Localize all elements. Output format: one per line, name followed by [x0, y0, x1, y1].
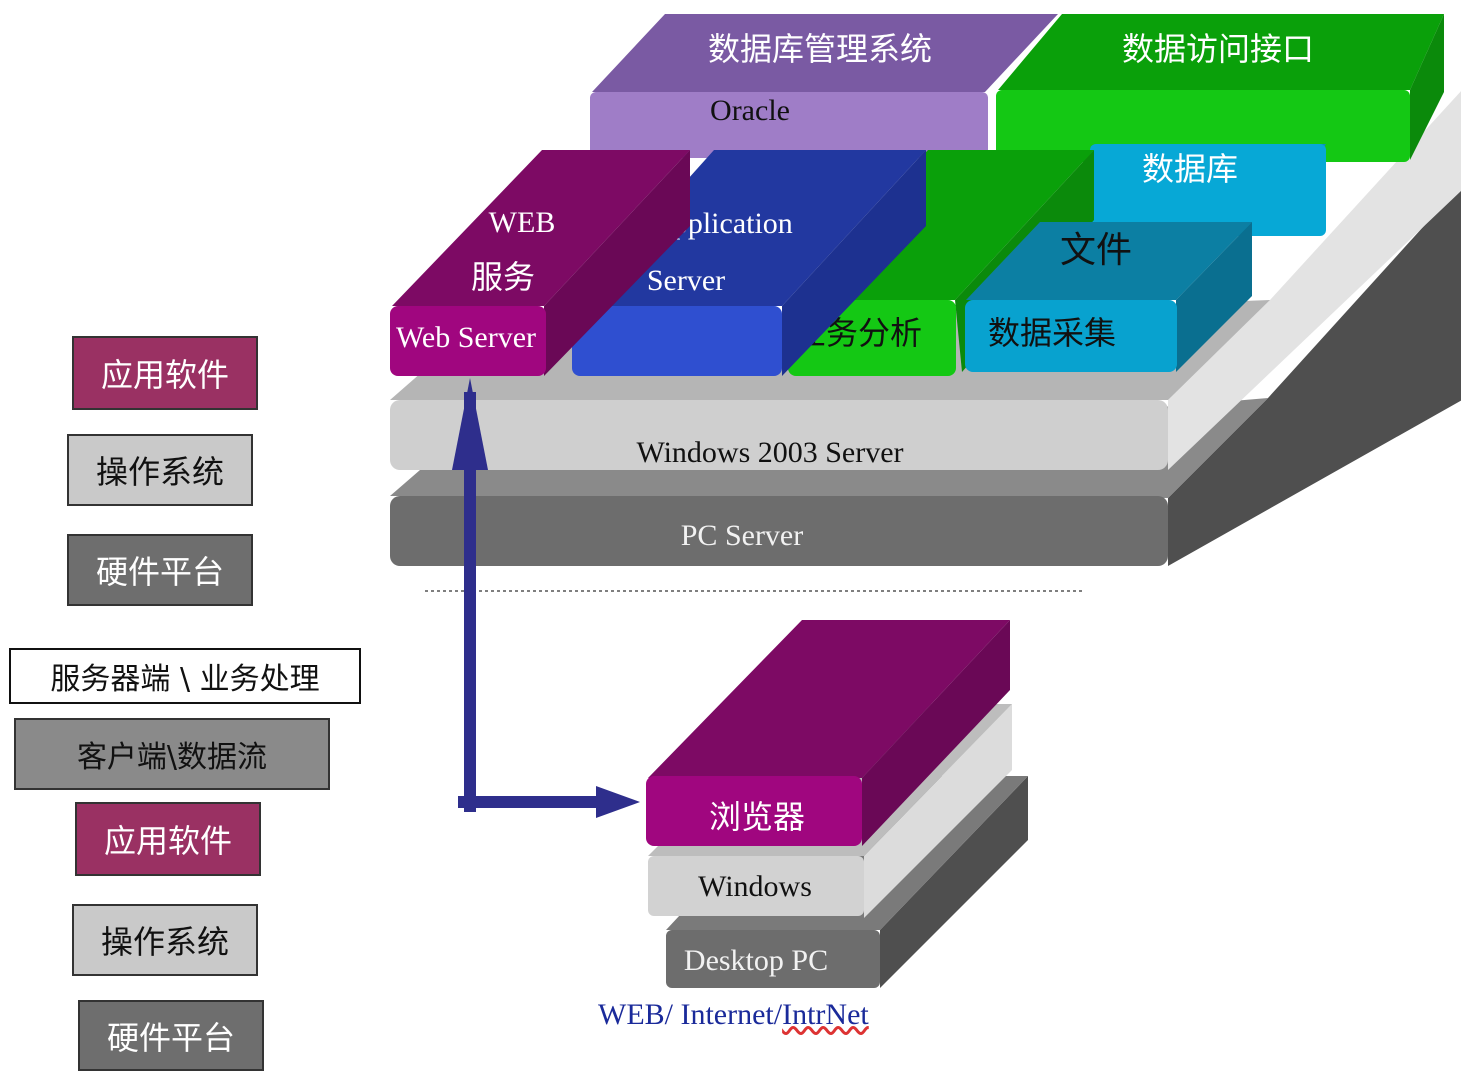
dbms-block: 数据库管理系统 Oracle: [590, 14, 1058, 158]
web-server-label: Web Server: [396, 321, 536, 354]
legend-server-os: 操作系统: [67, 434, 253, 506]
legend-server-hw-label: 硬件平台: [95, 553, 224, 591]
web-service-label: 服务: [471, 259, 535, 295]
legend-server-side-label: 服务器端 \ 业务处理: [50, 662, 320, 697]
legend-client-flow: 客户端\数据流: [14, 718, 330, 790]
data-flow-arrow: [452, 378, 640, 818]
legend-client-flow-label: 客户端\数据流: [76, 740, 268, 775]
legend-client-os: 操作系统: [72, 904, 258, 976]
browser-block: 浏览器: [646, 620, 1010, 846]
data-access-block: 数据访问接口: [996, 14, 1444, 162]
app-server-line2: Server: [647, 264, 725, 297]
legend-server-hw: 硬件平台: [67, 534, 253, 606]
application-server-block: Application Server: [572, 150, 926, 376]
data-collection-label: 数据采集: [988, 315, 1116, 351]
legend-server-os-label: 操作系统: [95, 453, 224, 491]
desktop-pc-label: Desktop PC: [684, 944, 828, 977]
windows-server-label: Windows 2003 Server: [636, 436, 903, 469]
caption-intrnet: IntrNet: [782, 998, 869, 1031]
database-block: 数据库: [1090, 144, 1326, 236]
browser-label: 浏览器: [709, 799, 805, 835]
file-label: 文件: [1060, 230, 1132, 270]
database-label: 数据库: [1142, 151, 1238, 187]
windows-client-label: Windows: [698, 870, 812, 903]
web-server-block: WEB 服务 Web Server: [390, 150, 690, 376]
legend-client-os-label: 操作系统: [100, 923, 229, 961]
legend-server-app: 应用软件: [72, 336, 258, 410]
legend-server-side: 服务器端 \ 业务处理: [9, 648, 361, 704]
legend-client-app-label: 应用软件: [103, 822, 232, 860]
network-caption: WEB/ Internet/IntrNet: [598, 998, 869, 1032]
data-collection-block: 文件 数据采集: [965, 222, 1252, 372]
web-label: WEB: [489, 206, 556, 239]
caption-prefix: WEB/ Internet/: [598, 998, 783, 1031]
legend-client-hw-label: 硬件平台: [106, 1018, 235, 1057]
dbms-label: 数据库管理系统: [708, 31, 932, 67]
legend-client-hw: 硬件平台: [78, 1000, 264, 1071]
legend-server-app-label: 应用软件: [100, 356, 229, 394]
legend-client-app: 应用软件: [75, 802, 261, 876]
pc-server-label: PC Server: [681, 519, 804, 552]
oracle-label: Oracle: [710, 94, 790, 127]
data-access-label: 数据访问接口: [1122, 31, 1314, 67]
